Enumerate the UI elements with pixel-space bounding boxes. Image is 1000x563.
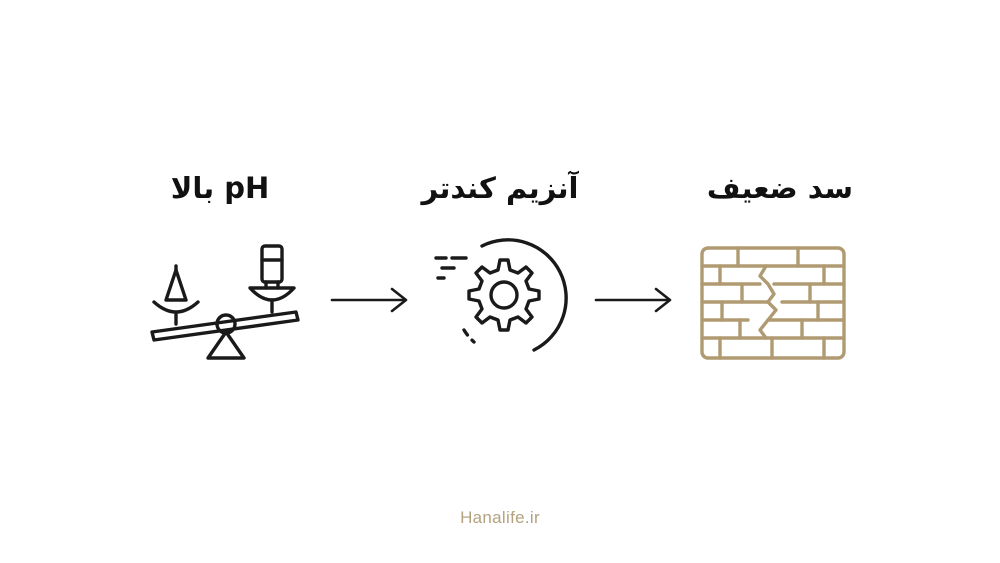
watermark: Hanalife.ir bbox=[460, 508, 540, 527]
cracked-brick-wall-icon bbox=[700, 246, 846, 360]
balance-scale-icon bbox=[150, 244, 300, 360]
slow-gear-icon bbox=[434, 238, 568, 352]
step-label-slower-enzyme: آنزیم کندتر bbox=[421, 171, 579, 205]
step-label-high-ph: pH بالا bbox=[170, 171, 270, 205]
step-label-weak-barrier: سد ضعیف bbox=[706, 171, 854, 205]
arrow-right-icon bbox=[330, 287, 408, 313]
arrow-right-icon bbox=[594, 287, 672, 313]
